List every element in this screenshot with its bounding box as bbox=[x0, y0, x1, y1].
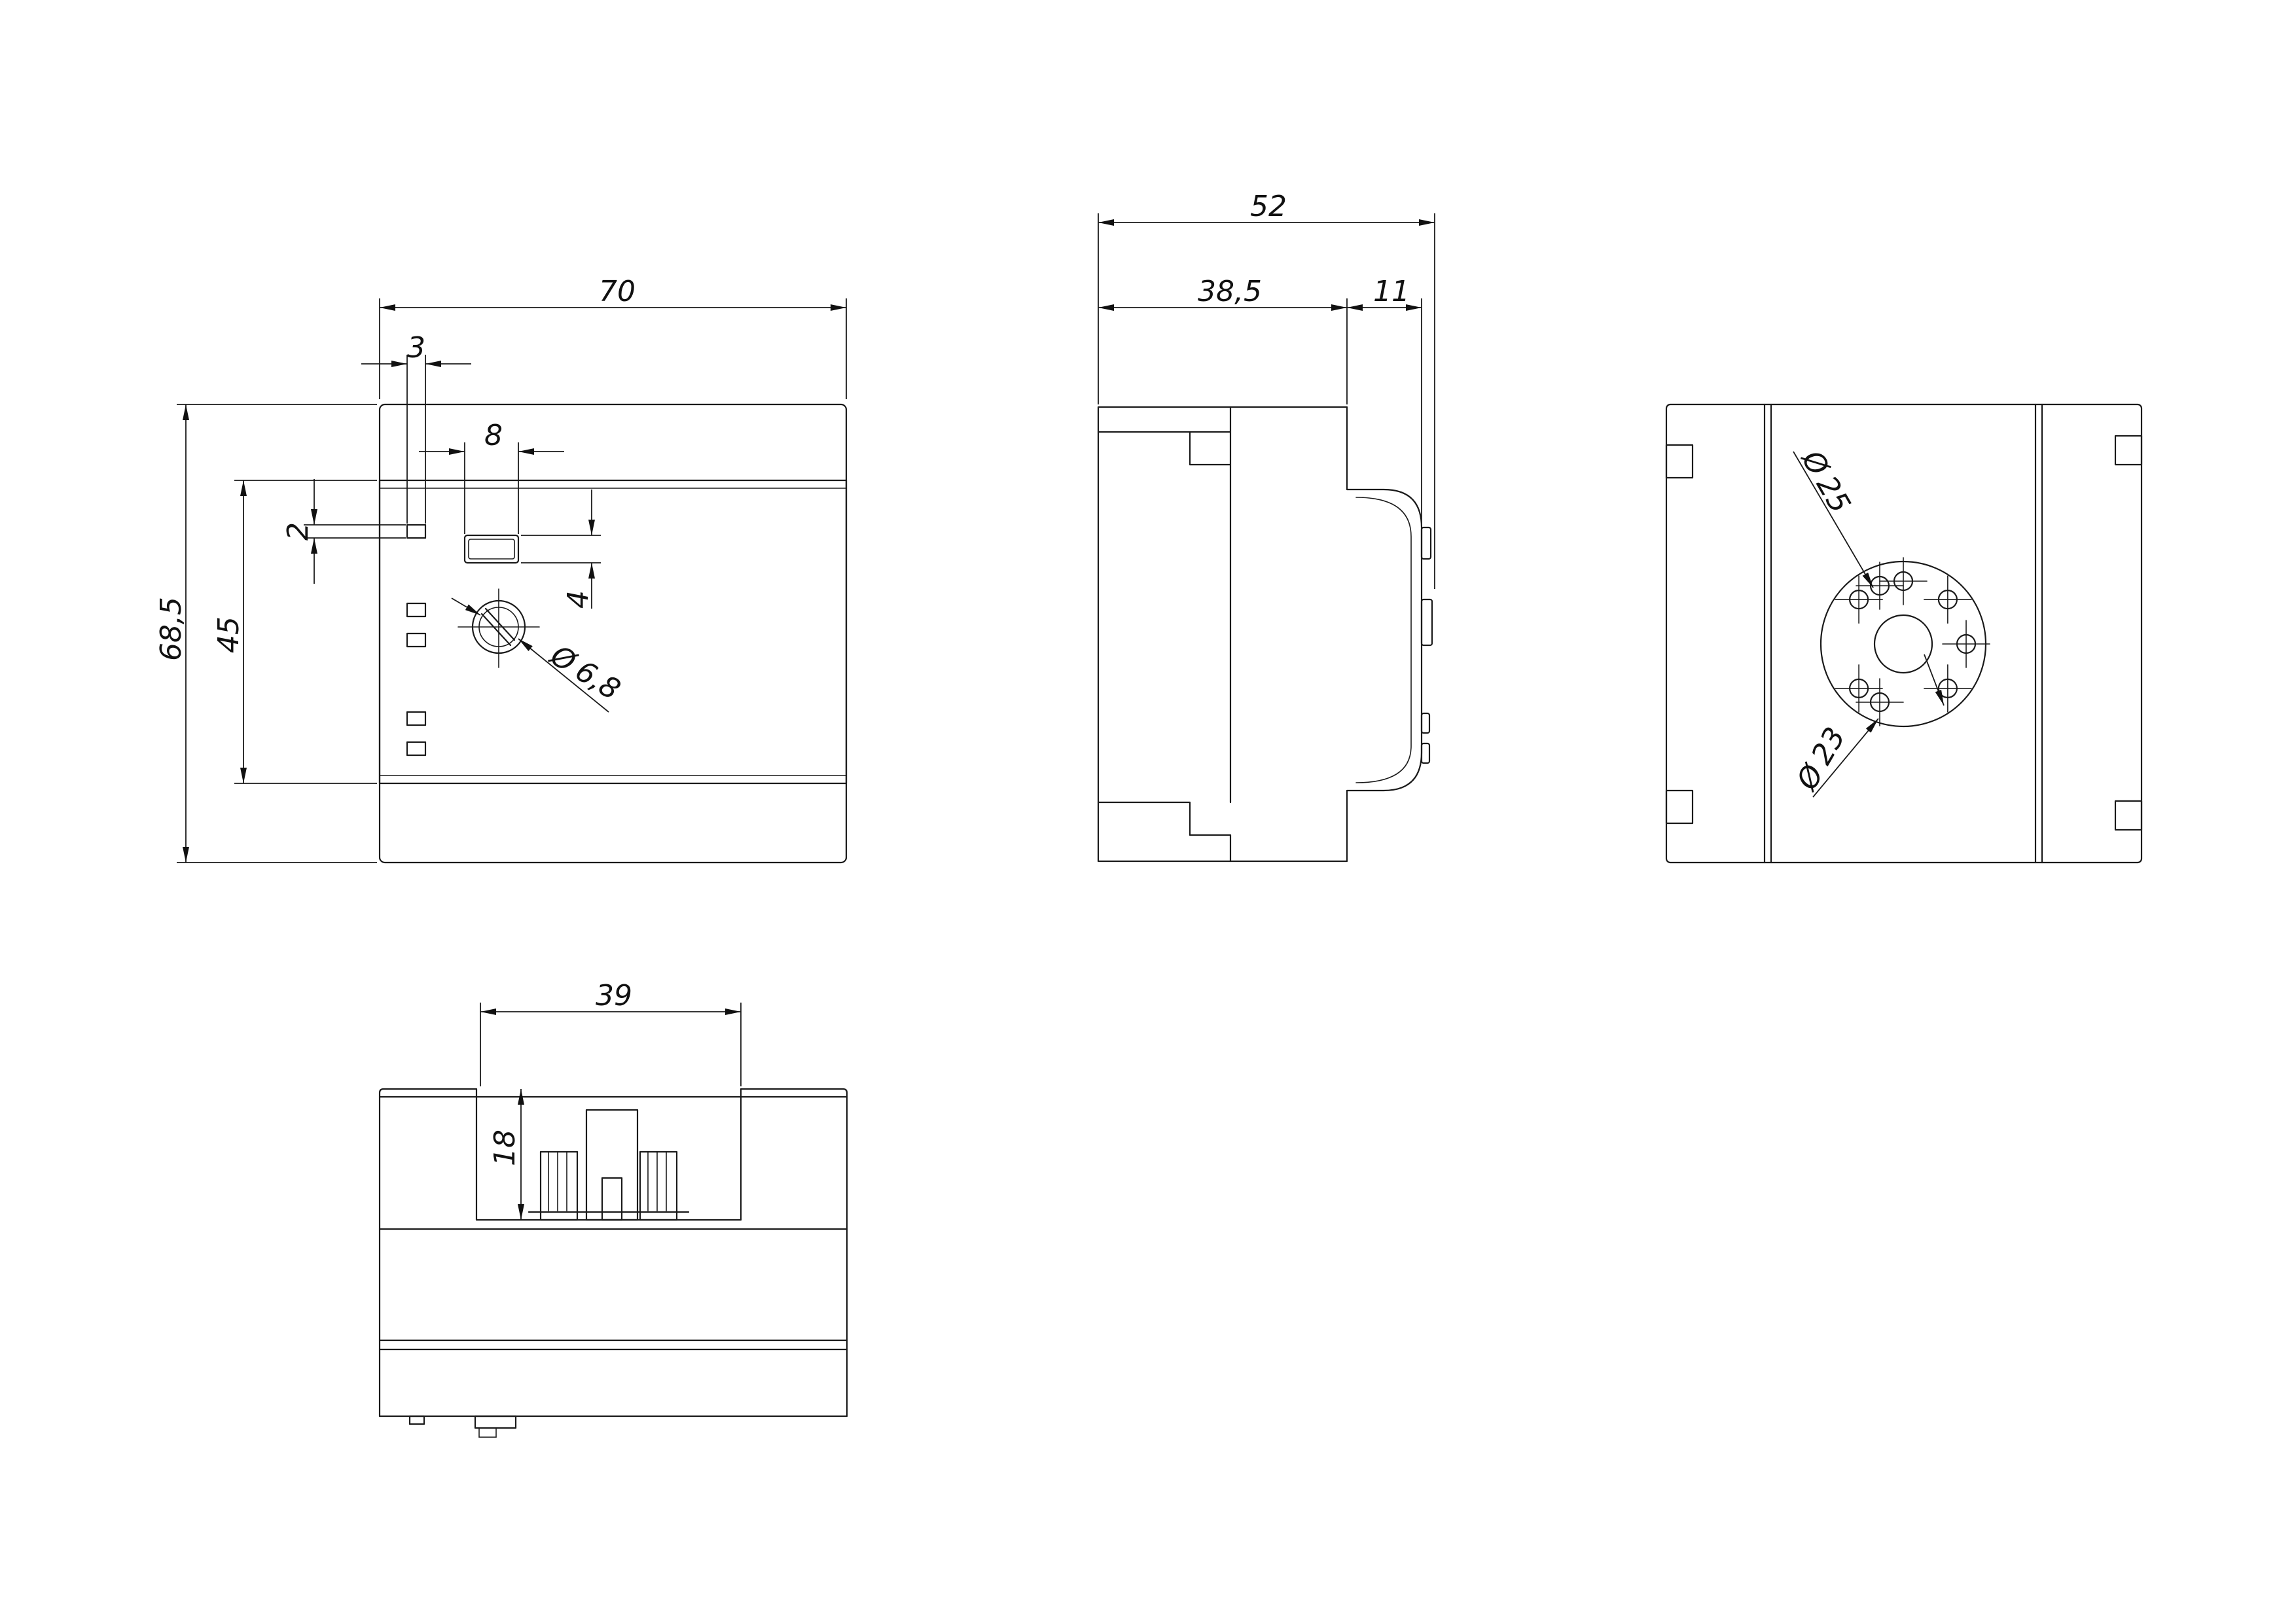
side-housing bbox=[1097, 406, 1423, 863]
dim-window-height: 45 bbox=[212, 480, 377, 784]
side-din-clip-top bbox=[1097, 431, 1232, 466]
socket-center-hole bbox=[1873, 614, 1933, 674]
dim-height-label: 68,5 bbox=[154, 597, 188, 661]
dim-led-height-label: 2 bbox=[281, 522, 315, 541]
dim-width-70: 70 bbox=[379, 275, 847, 399]
side-view: 52 38,5 11 bbox=[1097, 190, 1435, 863]
rear-clip-4 bbox=[2114, 800, 2143, 831]
led-indicator-2 bbox=[406, 602, 427, 618]
side-terminal-1 bbox=[1420, 526, 1432, 560]
rear-view: Ø25 Ø23 bbox=[1665, 403, 2143, 864]
svg-text:Ø25: Ø25 bbox=[1794, 444, 1856, 518]
front-view: 70 3 8 2 bbox=[154, 275, 848, 864]
svg-text:Ø6,8: Ø6,8 bbox=[543, 638, 626, 707]
dim-slot-depth: 18 bbox=[488, 1089, 524, 1220]
bottom-tab-2 bbox=[474, 1415, 517, 1429]
led-indicator-1 bbox=[406, 524, 427, 539]
led-indicator-5 bbox=[406, 741, 427, 757]
dim-display-height-label: 4 bbox=[562, 590, 595, 609]
dim-height-68-5: 68,5 bbox=[154, 404, 377, 863]
dim-total-depth-label: 52 bbox=[1250, 190, 1287, 223]
dim-terminal-depth-label: 11 bbox=[1373, 275, 1410, 308]
dim-led-width-label: 3 bbox=[407, 331, 425, 365]
rear-clip-3 bbox=[2114, 435, 2143, 466]
dim-window-height-label: 45 bbox=[212, 616, 245, 653]
bottom-tab-1 bbox=[408, 1415, 425, 1425]
dim-led-width: 3 bbox=[361, 331, 471, 524]
dim-display-width: 8 bbox=[419, 419, 564, 534]
dim-width-label: 70 bbox=[599, 275, 636, 308]
dim-body-depth-label: 38,5 bbox=[1198, 275, 1262, 308]
dim-led-height: 2 bbox=[281, 479, 406, 584]
dim-display-width-label: 8 bbox=[484, 419, 503, 452]
led-indicator-4 bbox=[406, 711, 427, 726]
dim-knob-diameter-label: 6,8 bbox=[569, 654, 626, 707]
dim-terminal-depth: 11 bbox=[1347, 275, 1422, 524]
dim-pin-circle-label: 23 bbox=[1805, 722, 1852, 770]
dim-slot-width: 39 bbox=[480, 979, 742, 1086]
rear-clip-2 bbox=[1665, 789, 1694, 825]
rear-clip-1 bbox=[1665, 444, 1694, 479]
side-din-clip-bottom bbox=[1097, 801, 1232, 863]
side-terminal-4 bbox=[1420, 742, 1431, 764]
adjustment-knob bbox=[457, 588, 540, 668]
dim-slot-depth-label: 18 bbox=[488, 1130, 522, 1166]
dim-socket-outer-diameter: Ø25 bbox=[1793, 444, 1874, 588]
front-housing bbox=[378, 403, 848, 864]
octal-socket bbox=[1820, 557, 1990, 728]
bottom-socket-plug bbox=[528, 1109, 690, 1221]
front-window bbox=[378, 479, 848, 785]
dim-total-depth: 52 bbox=[1098, 190, 1435, 589]
display-window bbox=[463, 534, 520, 564]
side-terminal-2 bbox=[1420, 598, 1433, 647]
dim-knob-diameter: Ø6,8 bbox=[451, 597, 626, 713]
bottom-view: 39 18 bbox=[378, 979, 848, 1438]
bottom-housing bbox=[378, 1088, 848, 1418]
svg-text:Ø23: Ø23 bbox=[1789, 722, 1852, 796]
rear-housing bbox=[1665, 403, 2143, 864]
side-terminal-3 bbox=[1420, 712, 1431, 734]
dim-pin-circle-diameter: Ø23 bbox=[1789, 654, 1945, 798]
dim-socket-outer-label: 25 bbox=[1810, 471, 1857, 519]
led-indicator-3 bbox=[406, 632, 427, 648]
dim-display-height: 4 bbox=[521, 490, 601, 609]
dim-body-depth: 38,5 bbox=[1098, 275, 1348, 404]
dim-slot-width-label: 39 bbox=[596, 979, 632, 1012]
